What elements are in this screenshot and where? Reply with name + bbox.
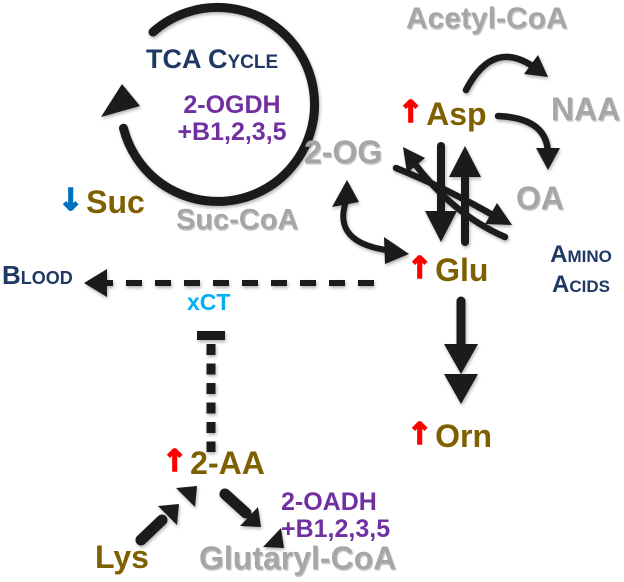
tca-cycle-arrow [119, 2, 319, 206]
enzyme-2-ogdh-cofactors: +B1,2,3,5 [177, 118, 287, 146]
node-suc-group: ↓ Suc [57, 183, 145, 220]
2aa-to-glutaryl-end-arrowhead-icon [263, 528, 284, 548]
transporter-xct-label: xCT [187, 289, 231, 315]
blood-label: Blood [2, 260, 73, 290]
node-suc: Suc [86, 184, 145, 220]
increase-arrow-icon: ↑ [406, 251, 433, 286]
og-to-oa-cross-arrow [392, 164, 502, 222]
2aa-to-glutaryl-arrow [219, 488, 252, 519]
glu-to-asp-arrowhead-icon [449, 146, 481, 177]
increase-arrow-icon: ↑ [161, 444, 188, 479]
node-glutaryl-coa: Glutaryl-CoA [199, 540, 397, 576]
glu-to-orn-end-arrowhead-icon [444, 374, 478, 404]
node-lys: Lys [95, 539, 149, 575]
black-arrows [84, 2, 560, 548]
oa-arrowhead-icon [536, 148, 560, 170]
og-glu-exchange-arrow [340, 193, 389, 253]
glu-to-orn-mid-arrowhead-icon [444, 344, 478, 374]
node-glu-group: ↑ Glu [406, 251, 489, 288]
amino-acids-line1: Amino [550, 241, 612, 268]
enzyme-2-oadh-name: 2-OADH [281, 488, 377, 516]
lys-to-2aa-arrow [135, 514, 168, 546]
node-orn: Orn [435, 418, 493, 454]
glu-to-og-arrowhead-icon [403, 147, 425, 173]
node-asp: Asp [426, 96, 487, 132]
increase-arrow-icon: ↑ [397, 95, 424, 130]
enzyme-2-oadh: 2-OADH +B1,2,3,5 [281, 489, 390, 543]
node-oa: OA [516, 180, 564, 216]
glu-to-og-cross-arrow [408, 156, 509, 241]
enzyme-2-ogdh: 2-OGDH +B1,2,3,5 [172, 92, 292, 146]
tca-cycle-arrowhead-icon [101, 84, 140, 117]
amino-acids-line2: Acids [552, 271, 610, 298]
node-2-og: 2-OG [304, 134, 383, 170]
node-orn-group: ↑ Orn [406, 417, 493, 454]
og-exchange-arrowhead-icon [332, 180, 359, 207]
decrease-arrow-icon: ↓ [57, 183, 84, 218]
node-2aa-group: ↑ 2-AA [161, 444, 265, 481]
blood-arrowhead-icon [84, 269, 107, 297]
2aa-to-glutaryl-mid-arrowhead-icon [240, 507, 261, 527]
glu-exchange-arrowhead-icon [384, 237, 409, 264]
node-naa: NAA [551, 91, 621, 127]
node-2aa: 2-AA [190, 445, 265, 481]
lys-to-2aa-mid-arrowhead-icon [158, 504, 179, 525]
enzyme-2-oadh-cofactors: +B1,2,3,5 [281, 515, 391, 543]
naa-arrowhead-icon [524, 55, 548, 77]
enzyme-2-ogdh-name: 2-OGDH [183, 91, 281, 119]
node-suc-coa: Suc-CoA [176, 204, 299, 236]
tca-cycle-title: TCA Cycle [146, 44, 279, 74]
inhibition-tbar-icon [197, 331, 225, 340]
node-acetyl-coa: Acetyl-CoA [406, 2, 568, 35]
acetylcoa-to-naa-arrow [462, 53, 542, 94]
node-asp-group: ↑ Asp [397, 95, 487, 132]
asp-to-glu-arrowhead-icon [425, 211, 457, 242]
amino-acids-label: Amino Acids [538, 240, 624, 300]
lys-to-2aa-end-arrowhead-icon [176, 486, 197, 507]
increase-arrow-icon: ↑ [406, 417, 433, 452]
node-glu: Glu [435, 252, 489, 288]
og-to-oa-arrowhead-icon [485, 203, 512, 225]
